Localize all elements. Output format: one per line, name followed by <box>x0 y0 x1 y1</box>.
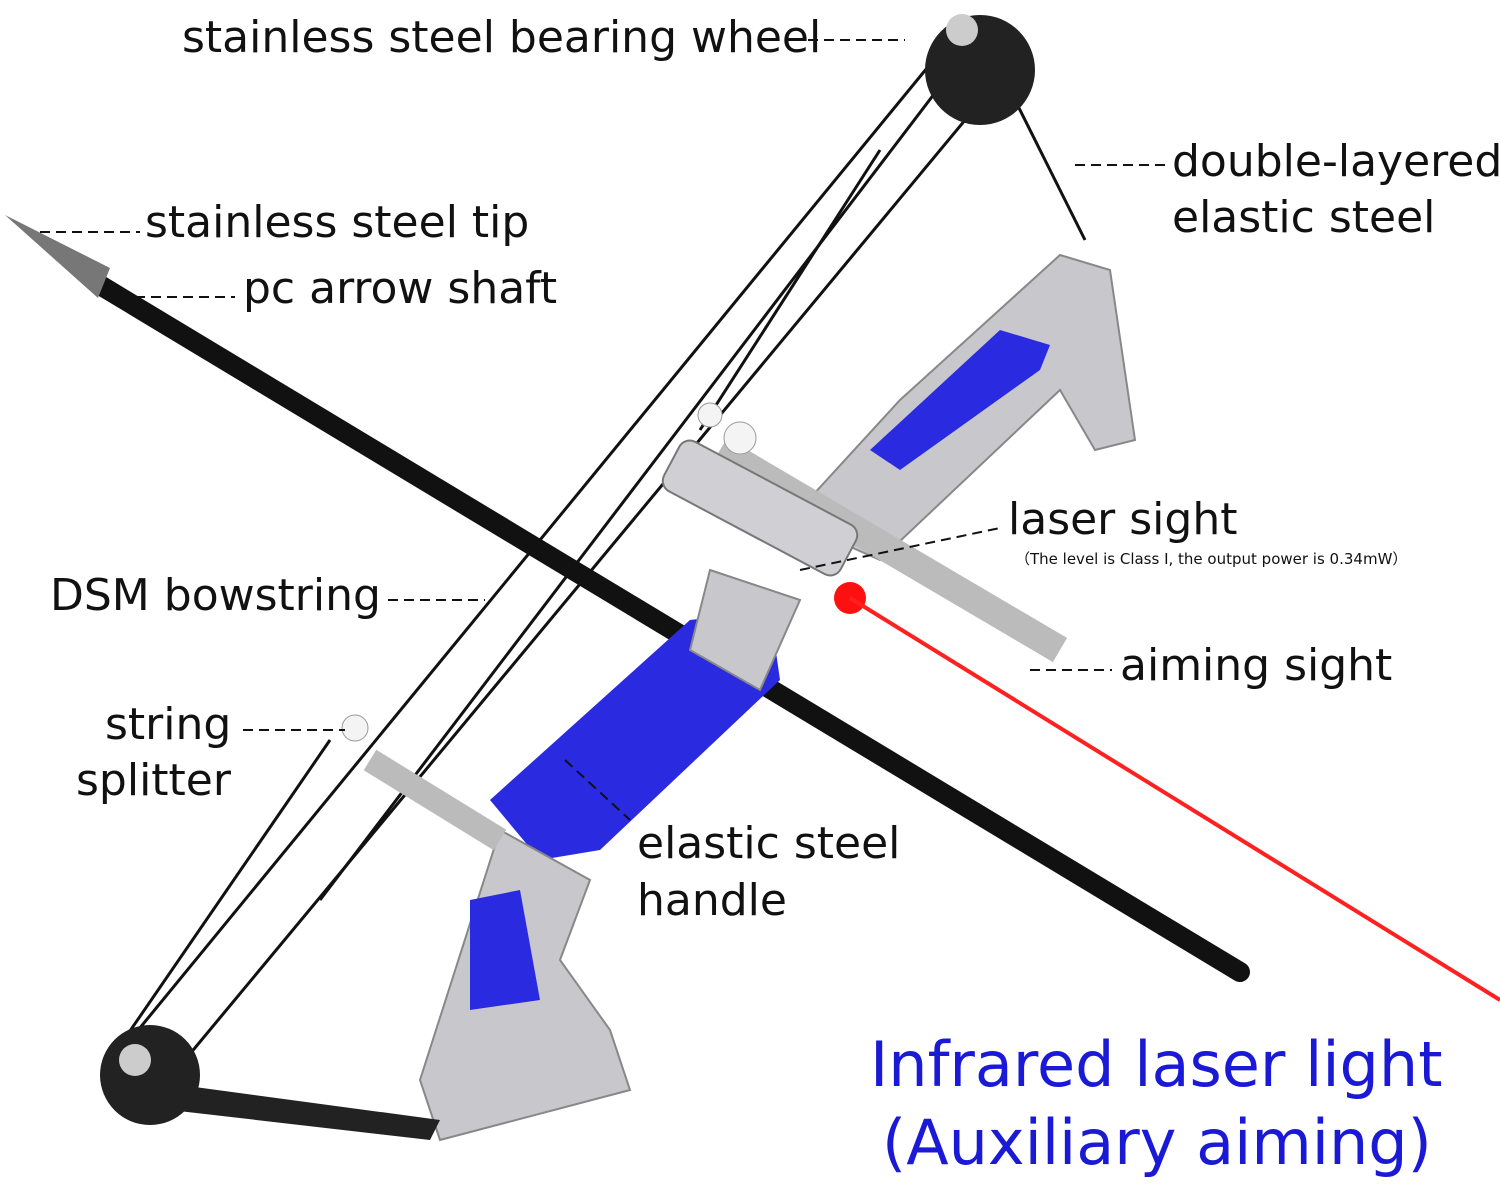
upper-limb-blue <box>870 330 1050 470</box>
upper-bearing-wheel <box>925 15 1035 125</box>
label-aiming-sight: aiming sight <box>1120 640 1393 691</box>
label-handle-1: elastic steel <box>637 818 901 869</box>
splitter-pulley-upper <box>723 421 757 455</box>
lower-limb-blue <box>470 890 540 1010</box>
label-elastic-steel-1: double-layered <box>1172 136 1500 187</box>
laser-beam <box>848 596 1500 1002</box>
arrow-shaft <box>90 275 1250 982</box>
string-splitter-pulley <box>341 714 369 742</box>
handle <box>490 610 780 860</box>
label-tip: stainless steel tip <box>145 197 530 248</box>
sight-arm <box>712 437 1068 663</box>
headline-line-1: Infrared laser light <box>870 1028 1443 1101</box>
leader-lines <box>40 39 1165 821</box>
headline-line-2: (Auxiliary aiming) <box>882 1106 1432 1179</box>
arrow-tip <box>5 215 110 298</box>
label-shaft: pc arrow shaft <box>243 263 558 314</box>
laser-module <box>661 439 859 577</box>
label-splitter-1: string <box>105 699 232 750</box>
label-laser-note: （The level is Class I, the output power … <box>1015 550 1408 568</box>
label-handle-2: handle <box>637 875 787 926</box>
label-bowstring: DSM bowstring <box>50 570 381 621</box>
label-elastic-steel-2: elastic steel <box>1172 192 1436 243</box>
splitter-arm <box>363 749 507 851</box>
label-bearing-wheel: stainless steel bearing wheel <box>182 12 822 63</box>
handle-steel <box>688 568 802 692</box>
label-laser-sight: laser sight <box>1008 494 1238 545</box>
upper-wheel-bolt <box>946 14 978 46</box>
label-splitter-2: splitter <box>76 755 231 806</box>
lower-limb-steel <box>170 1085 440 1140</box>
splitter-pulley-upper2 <box>697 402 723 428</box>
lower-wheel-bolt <box>119 1044 151 1076</box>
